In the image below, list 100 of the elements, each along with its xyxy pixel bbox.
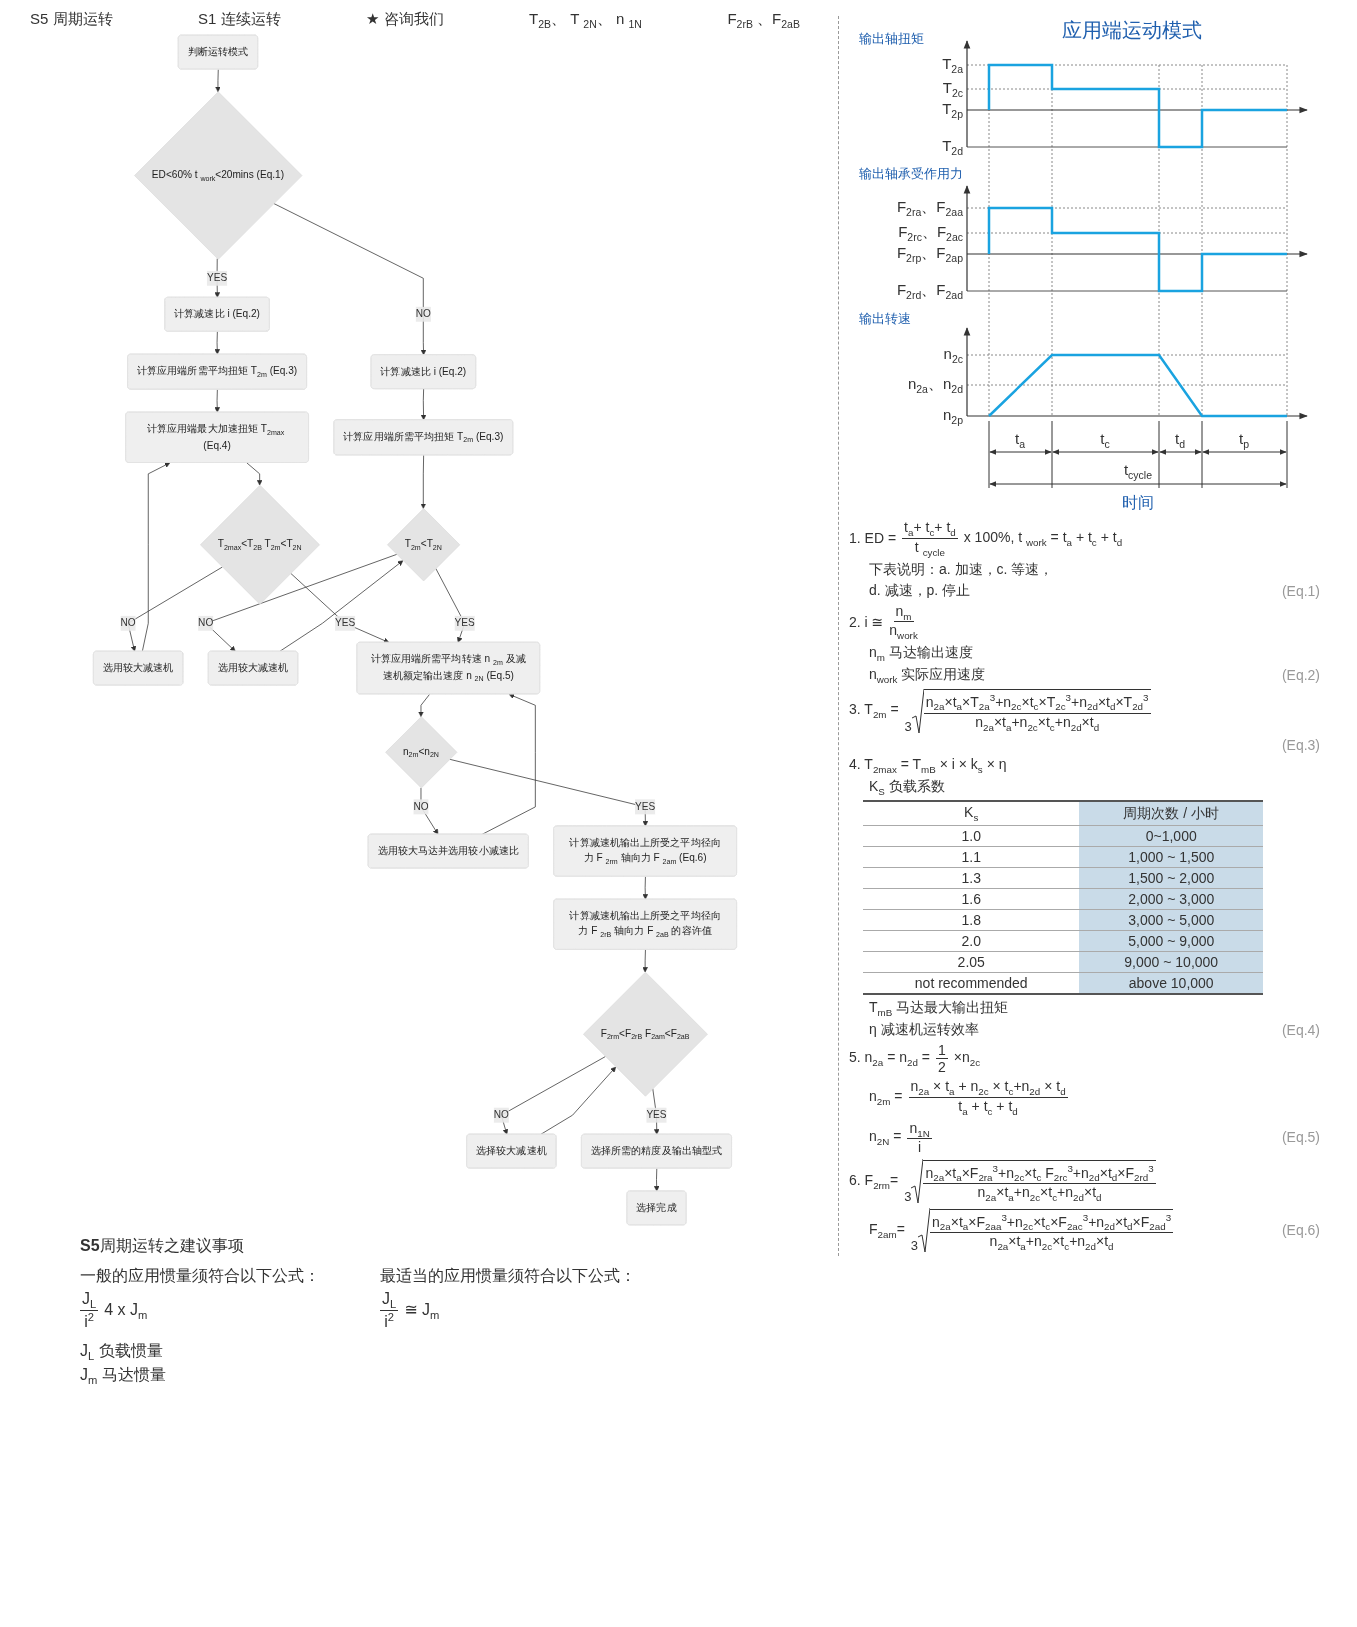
- axis-title: 时间: [1122, 495, 1154, 511]
- formula-text: n$_{2a}$×t$_{a}$+n$_{2c}$×t$_{c}$+n$_{2d}$×t$_{d}$: [975, 713, 1100, 733]
- formula-text: n$_{1N}$: [907, 1119, 932, 1140]
- dimension-label: t$_{c}$: [1100, 430, 1110, 450]
- note-text: J$_{L}$ 负载惯量: [80, 1340, 163, 1362]
- formula-text: 3: [910, 1238, 919, 1254]
- axis-title: 输出转速: [859, 311, 911, 325]
- table-cell: 1.6: [863, 888, 1080, 910]
- table-cell: 周期次数 / 小时: [1079, 801, 1263, 826]
- table-cell: 9,000 ~ 10,000: [1079, 951, 1263, 973]
- dimension-label: t$_{cycle}$: [1123, 461, 1153, 481]
- axis-label: F$_{2rc}$、F$_{2ac}$: [898, 223, 963, 243]
- formula-text: T$_{mB}$ 马达最大输出扭矩: [869, 999, 1009, 1018]
- formula-text: 1: [936, 1041, 948, 1059]
- note-text: 最适当的应用惯量须符合以下公式：: [380, 1266, 636, 1286]
- branch-label: S5 周期运转: [30, 10, 113, 29]
- table-cell: 2.05: [863, 951, 1080, 973]
- note-text: J$_{m}$ 马达惯量: [80, 1364, 166, 1386]
- dimension-label: t$_{a}$: [1015, 430, 1025, 450]
- formula-text: 1. ED =: [849, 530, 897, 547]
- table-cell: 3,000 ~ 5,000: [1079, 909, 1263, 931]
- edge-label: YES: [454, 617, 475, 629]
- formula-text: n$_{2a}$×t$_{a}$+n$_{2c}$×t$_{c}$+n$_{2d}$×t$_{d}$: [989, 1233, 1114, 1252]
- dimension-label: t$_{d}$: [1175, 430, 1185, 450]
- edge-label: NO: [415, 308, 431, 320]
- table-cell: 1.8: [863, 909, 1080, 931]
- dimension-label: t$_{p}$: [1239, 430, 1249, 450]
- table-cell: 1.3: [863, 867, 1080, 889]
- formula-text: ×n$_{2c}$: [953, 1049, 981, 1068]
- equation-number: (Eq.2): [1281, 667, 1320, 684]
- table-cell: K$_{s}$: [863, 801, 1080, 826]
- formula-text: 下表说明：a. 加速，c. 等速，: [869, 560, 1054, 579]
- axis-title: 输出轴扭矩: [859, 31, 924, 45]
- node-diamond: ED<60% t $_{work}$<20mins (Eq.1): [134, 91, 303, 260]
- equation-number: (Eq.6): [1281, 1222, 1320, 1239]
- node-diamond: n$_{2m}$<n$_{2N}$: [385, 716, 458, 789]
- formula-text: n$_{work}$ 实际应用速度: [869, 666, 986, 685]
- table-cell: 5,000 ~ 9,000: [1079, 930, 1263, 952]
- formula-text: t$_{a}$ + t$_{c}$ + t$_{d}$: [958, 1097, 1018, 1117]
- formula-text: i$^{2}$: [384, 1311, 394, 1332]
- axis-label: F$_{2rd}$、F$_{2ad}$: [896, 281, 963, 301]
- formula-text: 3: [904, 718, 912, 734]
- formula-text: n$_{2a}$×t$_{a}$+n$_{2c}$×t$_{c}$+n$_{2d}$×t$_{d}$: [977, 1184, 1102, 1203]
- edge-label: YES: [635, 801, 656, 812]
- note-text: T$_{2B}$、 T $_{2N}$、 n $_{1N}$: [529, 10, 642, 30]
- formula-text: 5. n$_{2a}$ = n$_{2d}$ =: [849, 1049, 930, 1068]
- note-heading: S5周期运转之建议事项: [80, 1236, 244, 1256]
- formula-text: 4. T$_{2max}$ = T$_{mB}$ × i × k$_{s}$ × η: [849, 755, 1007, 775]
- edge-label: YES: [646, 1109, 667, 1121]
- axis-label: n$_{2c}$: [943, 345, 963, 365]
- note-text: 一般的应用惯量须符合以下公式：: [80, 1266, 320, 1286]
- axis-label: T$_{2d}$: [942, 137, 963, 157]
- axis-label: T$_{2p}$: [942, 100, 963, 120]
- node-diamond: T$_{2m}$<T$_{2N}$: [387, 508, 461, 582]
- axis-label: F$_{2ra}$、F$_{2aa}$: [896, 198, 963, 218]
- axis-label: n$_{2a}$、n$_{2d}$: [907, 375, 963, 395]
- edge-label: NO: [198, 617, 214, 629]
- formula-text: F$_{2am}$=: [869, 1220, 905, 1240]
- note-text: ★ 咨询我们: [366, 10, 444, 29]
- node-diamond: T$_{2max}$<T$_{2B}$ T$_{2m}$<T$_{2N}$: [200, 484, 320, 605]
- equation-number: (Eq.1): [1281, 582, 1320, 599]
- axis-title: 输出轴承受作用力: [859, 166, 963, 180]
- table-cell: 0~1,000: [1079, 825, 1263, 847]
- formula-text: K$_{S}$ 负载系数: [869, 777, 945, 797]
- table-cell: 1.0: [863, 825, 1080, 847]
- formula-text: i$^{2}$: [84, 1311, 94, 1332]
- axis-label: T$_{2c}$: [942, 79, 963, 99]
- formula-text: n$_{2N}$ =: [869, 1128, 902, 1147]
- table-cell: above 10,000: [1079, 972, 1263, 995]
- edge-label: NO: [413, 801, 429, 812]
- equation-number: (Eq.3): [1281, 736, 1320, 753]
- formula-text: n$_{2a}$ × t$_{a}$ + n$_{2c}$ × t$_{c}$+n$_{2d}$ × t$_{d}$: [908, 1077, 1068, 1098]
- table-cell: 1,500 ~ 2,000: [1079, 867, 1263, 889]
- formula-text: x 100%, t $_{work}$ = t$_{a}$ + t$_{c}$ + t$_{d}$: [963, 528, 1123, 548]
- formula-text: J$_{L}$: [380, 1290, 399, 1312]
- formula-text: n$_{2m}$ =: [869, 1087, 903, 1107]
- formula-text: 3: [904, 1189, 912, 1205]
- chart-title: 应用端运动模式: [1062, 20, 1202, 40]
- formula-text: 2. i ≅: [849, 613, 884, 630]
- formula-text: 2: [938, 1058, 946, 1075]
- edge-label: NO: [493, 1109, 509, 1121]
- formula-text: n$_{m}$ 马达输出速度: [869, 644, 973, 663]
- edge-label: YES: [335, 617, 356, 629]
- formula-text: d. 减速，p. 停止: [869, 581, 971, 600]
- formula-text: t $_{cycle}$: [914, 538, 945, 558]
- branch-label: S1 连续运转: [198, 10, 281, 29]
- formula-text: 3. T$_{2m}$ =: [849, 701, 899, 721]
- formula-text: t$_{a}$+ t$_{c}$+ t$_{d}$: [902, 519, 958, 539]
- axis-label: T$_{2a}$: [942, 55, 963, 75]
- equation-number: (Eq.4): [1281, 1021, 1320, 1038]
- formula-text: n$_{work}$: [889, 622, 918, 642]
- edge-label: NO: [120, 617, 136, 629]
- note-text: F$_{2rB}$ 、F$_{2aB}$: [727, 10, 800, 30]
- equation-number: (Eq.5): [1281, 1129, 1320, 1146]
- formula-text: ≅ J$_{m}$: [404, 1300, 440, 1322]
- edge-label: YES: [206, 272, 228, 284]
- table-cell: 1,000 ~ 1,500: [1079, 846, 1263, 868]
- formula-text: 6. F$_{2rm}$=: [849, 1171, 899, 1191]
- formula-text: i: [918, 1139, 922, 1156]
- axis-label: F$_{2rp}$、F$_{2ap}$: [896, 244, 963, 264]
